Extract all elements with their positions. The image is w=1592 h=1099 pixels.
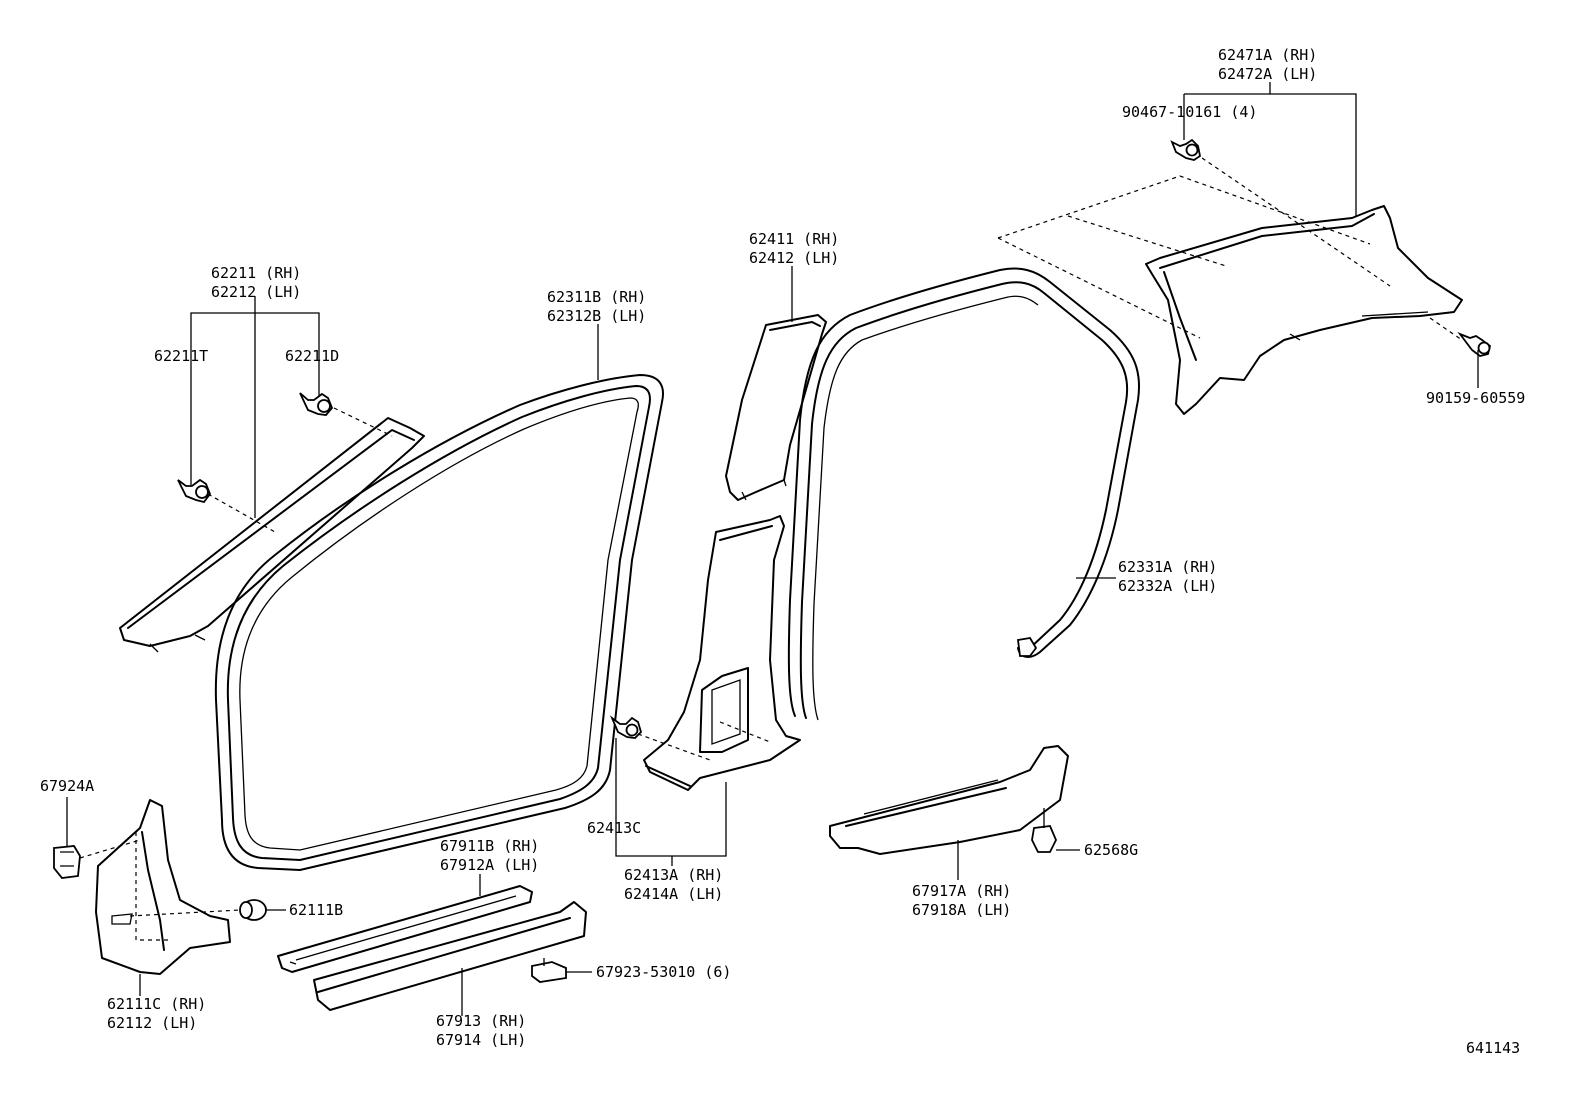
clip-62211t-icon — [177, 478, 212, 504]
label-62111b: 62111B — [289, 901, 343, 919]
label-67917a-rh: 67917A (RH) — [912, 882, 1011, 900]
label-62411-rh: 62411 (RH) — [749, 230, 839, 248]
label-62311b-rh: 62311B (RH) — [547, 288, 646, 306]
rear-door-weatherstrip — [787, 267, 1141, 721]
label-67924a: 67924A — [40, 777, 94, 795]
rear-door-scuff — [829, 745, 1069, 855]
label-67913-rh: 67913 (RH) — [436, 1012, 526, 1030]
label-67923: 67923-53010 (6) — [596, 963, 731, 981]
clip-67924a-icon — [53, 845, 81, 879]
label-90467: 90467-10161 (4) — [1122, 103, 1257, 121]
label-67912a-lh: 67912A (LH) — [440, 856, 539, 874]
label-62212-lh: 62212 (LH) — [211, 283, 301, 301]
label-62211t: 62211T — [154, 347, 208, 365]
clip-67923-icon — [531, 961, 567, 983]
clip-90467-icon — [1170, 138, 1202, 161]
leader-lines — [66, 82, 1479, 1016]
label-62111c-rh: 62111C (RH) — [107, 995, 206, 1013]
front-door-scuff — [313, 901, 587, 1011]
label-62112-lh: 62112 (LH) — [107, 1014, 197, 1032]
clip-62211d-icon — [299, 392, 334, 416]
label-62312b-lh: 62312B (LH) — [547, 307, 646, 325]
label-62414a-lh: 62414A (LH) — [624, 885, 723, 903]
label-62332a-lh: 62332A (LH) — [1118, 577, 1217, 595]
label-62413a-rh: 62413A (RH) — [624, 866, 723, 884]
part-labels: 62211 (RH) 62212 (LH) 62211T 62211D 6231… — [40, 46, 1525, 1057]
diagram-id: 641143 — [1466, 1039, 1520, 1057]
label-62211-rh: 62211 (RH) — [211, 264, 301, 282]
front-scuff-plate — [277, 885, 533, 973]
label-62331a-rh: 62331A (RH) — [1118, 558, 1217, 576]
cowl-side-trim — [95, 799, 231, 975]
label-62471a-rh: 62471A (RH) — [1218, 46, 1317, 64]
front-door-weatherstrip — [214, 374, 664, 871]
label-67918a-lh: 67918A (LH) — [912, 901, 1011, 919]
label-62412-lh: 62412 (LH) — [749, 249, 839, 267]
label-90159: 90159-60559 — [1426, 389, 1525, 407]
label-67914-lh: 67914 (LH) — [436, 1031, 526, 1049]
label-67911b-rh: 67911B (RH) — [440, 837, 539, 855]
label-62472a-lh: 62472A (LH) — [1218, 65, 1317, 83]
center-pillar-lower-garnish — [643, 515, 801, 791]
a-pillar-garnish — [119, 417, 425, 653]
clip-62568g-icon — [1031, 825, 1057, 853]
clip-62111b-icon — [239, 899, 267, 921]
label-62211d: 62211D — [285, 347, 339, 365]
screw-90159-icon — [1457, 331, 1492, 357]
roof-side-inner-garnish — [1145, 205, 1463, 415]
label-62413c: 62413C — [587, 819, 641, 837]
center-pillar-upper-garnish — [725, 314, 827, 501]
label-62568g: 62568G — [1084, 841, 1138, 859]
clip-62413c-icon — [609, 715, 643, 739]
